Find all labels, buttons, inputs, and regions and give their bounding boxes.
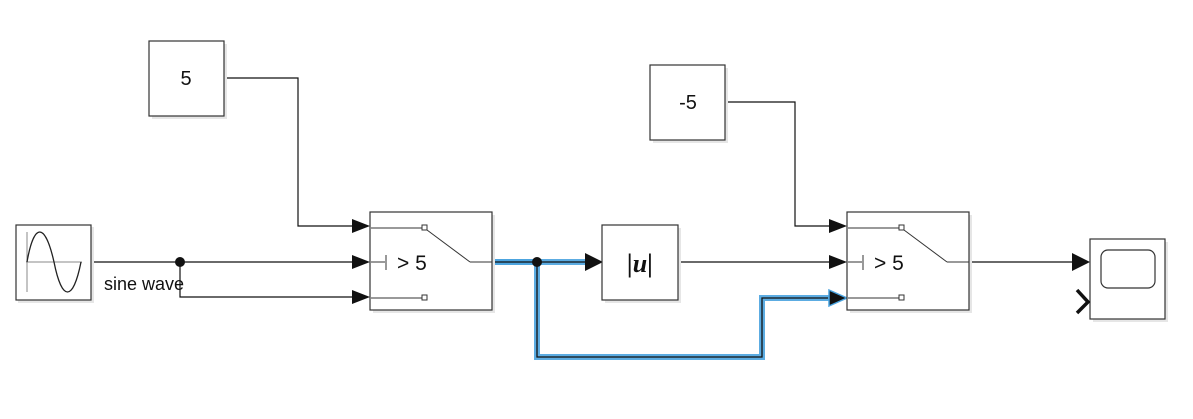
branch-point-sine	[175, 257, 185, 267]
sine-wave-icon	[26, 231, 82, 293]
constant-5-block[interactable]: 5	[148, 40, 227, 119]
branch-point-switch1-output	[532, 257, 542, 267]
constant-neg5-block[interactable]: -5	[649, 64, 728, 143]
switch-2-block[interactable]: > 5	[846, 211, 972, 313]
sine-wave-signal-label[interactable]: sine wave	[104, 274, 184, 294]
sine-wave-block[interactable]	[15, 224, 94, 303]
wire-switch1-to-switch2-bottom[interactable]	[536, 262, 828, 358]
abs-block[interactable]: |u|	[601, 224, 681, 303]
abs-label: |u|	[627, 249, 653, 278]
scope-block[interactable]	[1075, 238, 1168, 322]
scope-screen-icon	[1100, 249, 1156, 289]
constant-neg5-value: -5	[679, 92, 697, 114]
constant-5-value: 5	[180, 68, 191, 90]
wire-constneg5-to-switch2[interactable]	[725, 101, 830, 227]
scope-open-chevron-icon	[1075, 288, 1091, 315]
wire-sine-to-switch1-bottom[interactable]	[179, 262, 355, 298]
wire-const5-to-switch1[interactable]	[223, 77, 355, 227]
switch-1-criteria: > 5	[397, 252, 427, 275]
switch-2-criteria: > 5	[874, 252, 904, 275]
arrowheads	[352, 219, 1090, 308]
switch-1-block[interactable]: > 5	[369, 211, 495, 313]
